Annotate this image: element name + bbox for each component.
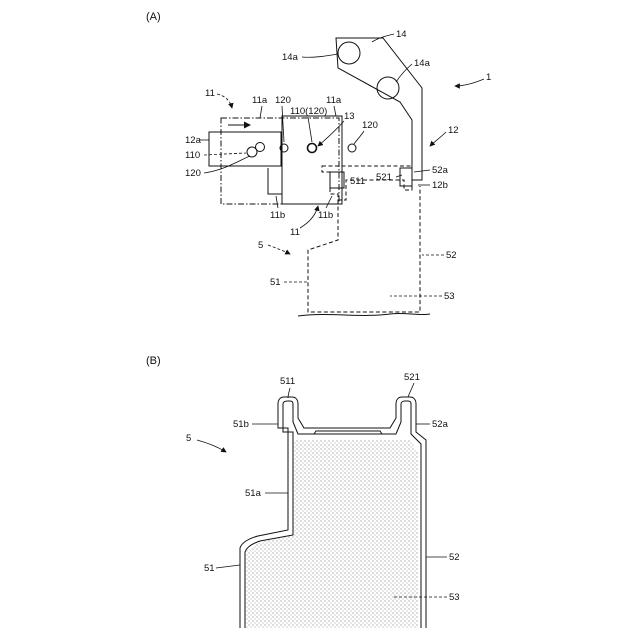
label-b-511: 511 bbox=[280, 376, 295, 387]
case-top-outline bbox=[322, 166, 412, 200]
leader-a-13 bbox=[318, 121, 344, 146]
panel-b: (B) 511 521 51b 52a 5 51a 51 52 53 bbox=[146, 355, 460, 628]
leader-b-521 bbox=[408, 383, 414, 397]
label-a-14: 14 bbox=[396, 29, 407, 40]
case-bottom-wave bbox=[298, 313, 430, 316]
label-b-51b: 51b bbox=[233, 419, 249, 430]
leader-b-51 bbox=[216, 565, 240, 568]
label-b-5: 5 bbox=[186, 433, 191, 444]
leader-a-110 bbox=[204, 153, 246, 155]
label-a-5: 5 bbox=[258, 240, 263, 251]
label-a-110: 110 bbox=[185, 150, 200, 161]
leader-a-14a-left bbox=[302, 54, 338, 57]
terminal-521 bbox=[400, 168, 412, 186]
content-53-fill bbox=[245, 440, 418, 628]
hole-13 bbox=[308, 144, 317, 153]
leader-a-521 bbox=[396, 175, 402, 177]
label-a-1: 1 bbox=[486, 72, 491, 83]
label-a-11b-left: 11b bbox=[270, 210, 285, 221]
label-a-110-120: 110(120) bbox=[290, 106, 327, 117]
label-a-53: 53 bbox=[444, 291, 455, 302]
label-b-51: 51 bbox=[204, 563, 215, 574]
label-b-521: 521 bbox=[404, 372, 420, 383]
leader-a-120-c bbox=[204, 156, 250, 173]
label-a-14a-right: 14a bbox=[414, 58, 431, 69]
lower-slot bbox=[268, 168, 282, 194]
leader-a-120-b bbox=[354, 131, 364, 144]
label-a-120-a: 120 bbox=[275, 95, 291, 106]
leader-a-5 bbox=[268, 245, 290, 254]
holder-inner-box bbox=[282, 116, 342, 204]
label-a-511: 511 bbox=[350, 176, 365, 187]
label-a-120-c: 120 bbox=[185, 168, 201, 179]
leader-a-11a-left bbox=[260, 106, 262, 118]
terminal-hole-upper bbox=[338, 42, 360, 64]
hole-110-right bbox=[256, 143, 265, 152]
label-a-11a-left: 11a bbox=[252, 95, 268, 106]
label-a-52: 52 bbox=[446, 250, 457, 261]
panel-a: (A) 14 14a 14a 1 11 11a 120 bbox=[146, 11, 491, 316]
hole-120-right bbox=[348, 144, 356, 152]
tab-12a bbox=[209, 132, 281, 166]
label-b-52a: 52a bbox=[432, 419, 449, 430]
label-b-52: 52 bbox=[449, 552, 460, 563]
leader-a-11a-right bbox=[334, 106, 336, 116]
label-a-12a: 12a bbox=[185, 135, 202, 146]
label-a-12b: 12b bbox=[432, 180, 448, 191]
leader-a-1 bbox=[455, 79, 484, 86]
leader-a-11b-right bbox=[326, 196, 332, 208]
label-a-12: 12 bbox=[448, 125, 459, 136]
label-a-51: 51 bbox=[270, 277, 281, 288]
label-a-120-b: 120 bbox=[362, 120, 378, 131]
label-a-13: 13 bbox=[344, 111, 355, 122]
leader-a-12 bbox=[430, 132, 446, 146]
leader-a-110-120 bbox=[308, 117, 312, 142]
label-b-53: 53 bbox=[449, 592, 460, 603]
leader-b-5 bbox=[197, 440, 226, 452]
leader-a-11-top bbox=[217, 94, 232, 108]
label-b-51a: 51a bbox=[245, 488, 262, 499]
panel-b-label: (B) bbox=[146, 355, 161, 367]
label-a-11a-right: 11a bbox=[326, 95, 342, 106]
label-a-11-bottom: 11 bbox=[290, 227, 300, 238]
leader-a-11-bottom bbox=[300, 206, 318, 228]
label-a-52a: 52a bbox=[432, 165, 449, 176]
label-a-14a-left: 14a bbox=[282, 52, 299, 63]
leader-a-11b-left bbox=[276, 196, 278, 208]
label-a-521: 521 bbox=[376, 172, 392, 183]
leader-a-14a-right bbox=[396, 64, 412, 82]
label-a-11-top: 11 bbox=[205, 88, 215, 99]
label-a-11b-right: 11b bbox=[318, 210, 333, 221]
battery-case-body bbox=[308, 186, 420, 312]
panel-a-label: (A) bbox=[146, 11, 161, 23]
terminal-plate bbox=[336, 38, 422, 180]
